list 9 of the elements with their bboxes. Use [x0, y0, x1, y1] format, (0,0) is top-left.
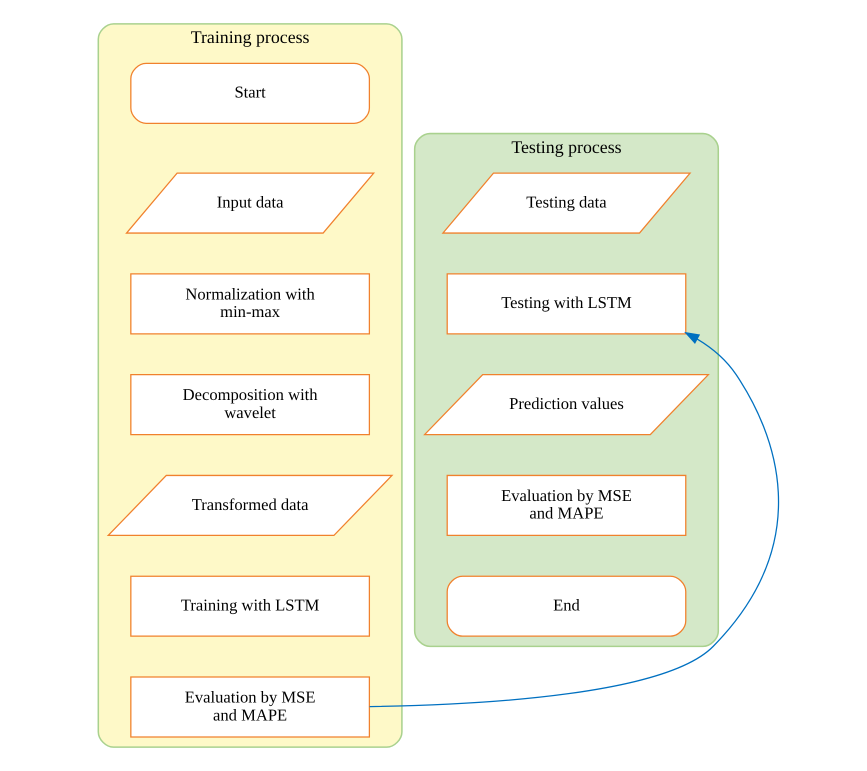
node-box: Training with LSTM [130, 576, 370, 637]
node-box: Normalization with min-max [130, 273, 370, 334]
node-box: Start [130, 62, 370, 124]
arrow [370, 332, 779, 708]
node-box: Evaluation by MSE and MAPE [130, 676, 370, 738]
node-box: Testing with LSTM [446, 273, 686, 334]
node-box: Evaluation by MSE and MAPE [446, 474, 686, 536]
node-box: End [446, 576, 686, 637]
node-box: Decomposition with wavelet [130, 374, 370, 436]
